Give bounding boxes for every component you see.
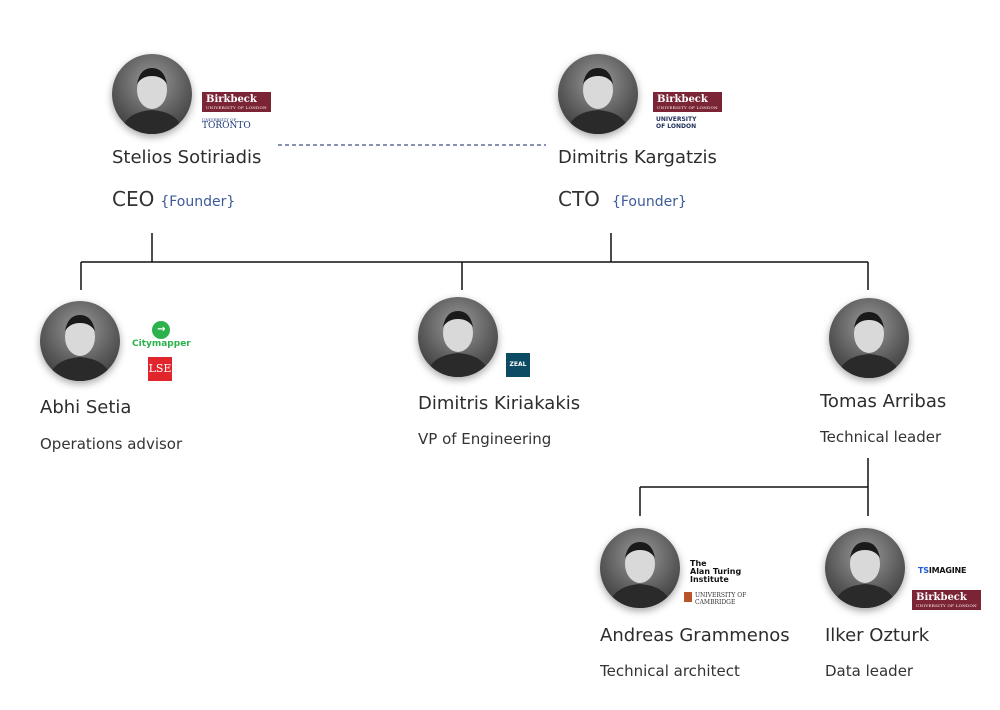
cambridge-crest-icon [684, 592, 692, 602]
tsimagine-logo: TSIMAGINE [918, 566, 967, 575]
person-role: Data leader [825, 662, 914, 680]
person-role: CTO{Founder} [558, 187, 687, 211]
avatar-stelios [112, 54, 192, 134]
person-role: Technical architect [600, 662, 740, 680]
avatar-abhi-setia [40, 301, 120, 381]
person-role: VP of Engineering [418, 430, 552, 448]
person-role: Technical leader [820, 428, 942, 446]
person-name: Andreas Grammenos [600, 625, 790, 646]
lse-logo: LSE [148, 357, 172, 381]
person-role: CEO{Founder} [112, 187, 236, 211]
person-name: Tomas Arribas [820, 391, 947, 412]
person-name: Abhi Setia [40, 397, 132, 418]
avatar-tomas-arribas [829, 298, 909, 378]
avatar-andreas-grammenos [600, 528, 680, 608]
citymapper-logo: →Citymapper [132, 321, 191, 349]
avatar-dimitris-kargatzis [558, 54, 638, 134]
person-name: Dimitris Kiriakakis [418, 393, 581, 414]
avatar-ilker-ozturk [825, 528, 905, 608]
avatar-dimitris-kiriakakis [418, 297, 498, 377]
person-name: Ilker Ozturk [825, 625, 930, 646]
citymapper-icon: → [152, 321, 171, 339]
person-role: Operations advisor [40, 435, 183, 453]
person-name: Dimitris Kargatzis [558, 147, 717, 168]
person-name: Stelios Sotiriadis [112, 147, 262, 168]
zeal-logo: ZEAL [506, 353, 530, 377]
founder-tag: {Founder} [160, 194, 236, 210]
founder-tag: {Founder} [611, 194, 687, 210]
